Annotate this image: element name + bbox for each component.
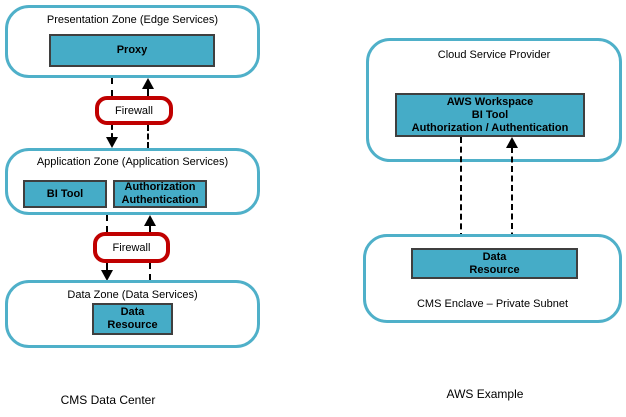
aws-data-resource-label-line2: Resource [469,263,520,276]
connector-down-dashed [106,215,108,232]
data-zone-title: Data Zone (Data Services) [67,289,198,301]
connector-up-dashed [149,225,151,232]
aws-data-resource-node: Data Resource [411,248,578,279]
presentation-zone-title: Presentation Zone (Edge Services) [46,14,219,26]
firewall-2-label: Firewall [112,241,151,254]
authorization-label: Authorization [124,181,196,193]
data-resource-node: Data Resource [92,303,173,335]
connector-down-dashed [111,125,113,138]
arrow-down-icon [106,137,118,148]
arrow-up-icon [142,78,154,89]
firewall-2: Firewall [93,232,170,263]
connector-down-dashed [111,78,113,96]
data-resource-label-line2: Resource [107,319,158,331]
connector-up-dashed [147,88,149,96]
cms-enclave-title: CMS Enclave – Private Subnet [416,298,569,310]
proxy-node: Proxy [49,34,215,67]
aws-workspace-label: AWS Workspace [446,95,534,108]
firewall-1-label: Firewall [115,104,153,117]
arrow-down-icon [101,270,113,281]
connector-up-dashed [149,263,151,280]
aws-data-resource-label-line1: Data [482,250,507,263]
authentication-label: Authentication [121,194,199,206]
data-resource-label-line1: Data [120,306,145,318]
aws-bi-tool-label: BI Tool [471,108,509,121]
proxy-node-label: Proxy [116,44,148,56]
connector-down-dashed [106,263,108,271]
cloud-service-provider-title: Cloud Service Provider [437,49,551,61]
cms-data-center-caption: CMS Data Center [60,393,156,407]
connector-up-dashed [511,147,513,248]
connector-up-dashed [147,125,149,148]
arrow-up-icon [506,137,518,148]
application-zone-title: Application Zone (Application Services) [36,156,229,168]
arrow-up-icon [144,215,156,226]
bi-tool-node-label: BI Tool [46,187,84,200]
firewall-1: Firewall [95,96,173,125]
connector-down-dashed [460,137,462,239]
authorization-authentication-node: Authorization Authentication [113,180,207,208]
aws-example-caption: AWS Example [446,387,524,401]
data-zone: Data Zone (Data Services) [5,280,260,348]
aws-workspace-node: AWS Workspace BI Tool Authorization / Au… [395,93,585,137]
aws-auth-label: Authorization / Authentication [411,121,569,134]
bi-tool-node: BI Tool [23,180,107,208]
